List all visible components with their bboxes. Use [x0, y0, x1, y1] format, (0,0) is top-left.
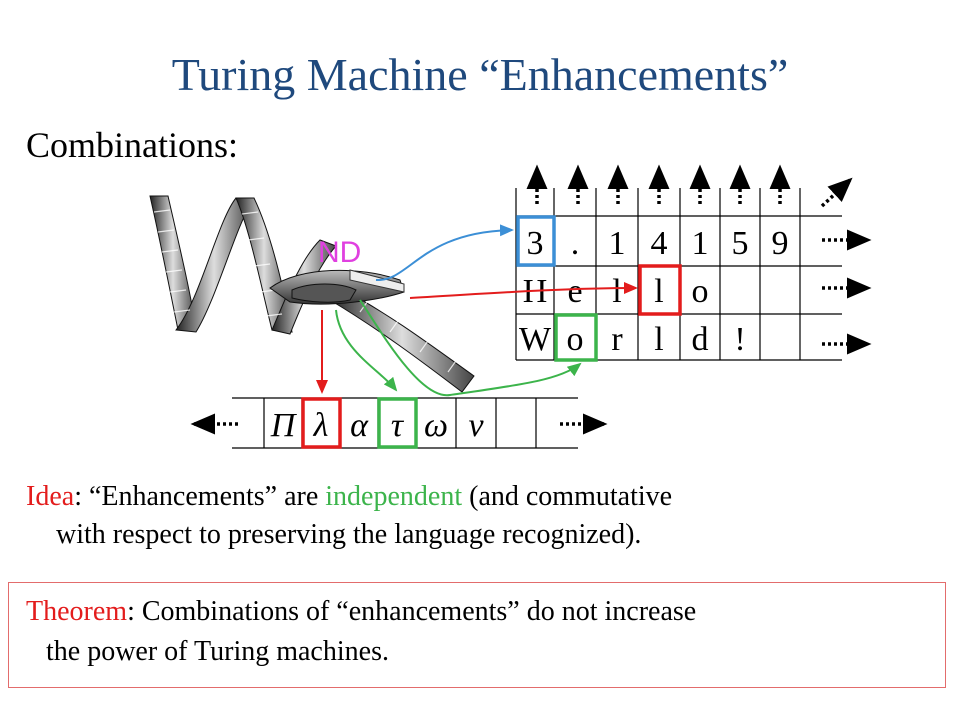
tape-cell: l [612, 273, 621, 310]
theorem-text: Theorem: Combinations of “enhancements” … [26, 592, 936, 672]
tape-cell: 1 [609, 225, 626, 262]
head-box-red-bottom [301, 397, 342, 449]
idea-part1: “Enhancements” are [88, 481, 326, 512]
idea-text: Idea: “Enhancements” are independent (an… [26, 478, 926, 554]
ribbon-illustration [149, 195, 475, 393]
tape-cell: 5 [732, 225, 749, 262]
tape-row-2: H e l l o [523, 273, 709, 310]
tape-cell: o [567, 321, 584, 358]
head-box-blue [516, 215, 556, 267]
tape-cell: τ [391, 407, 405, 444]
tape-cell: 4 [651, 225, 668, 262]
tape-cell: ! [734, 321, 745, 358]
tape-cell: d [692, 321, 709, 358]
bottom-tape-symbols: Π λ α τ ω ν [270, 407, 485, 444]
head-box-green-bottom [377, 397, 418, 449]
theorem-label: Theorem [26, 596, 128, 627]
tape-cell: l [654, 273, 663, 310]
theorem-box [8, 582, 946, 688]
tape-cell: ω [424, 407, 448, 444]
tape-cell: . [571, 225, 580, 262]
head-box-green [554, 313, 598, 362]
tape-cell: o [692, 273, 709, 310]
green-connector-top [359, 299, 582, 397]
tape-cell: e [567, 273, 582, 310]
blue-connector [375, 224, 514, 282]
tape-cell: W [519, 321, 552, 358]
tape-cell: 3 [527, 225, 544, 262]
tape-cell: l [654, 321, 663, 358]
tape-cell: 9 [772, 225, 789, 262]
theorem-line1: : Combinations of “enhancements” do not … [127, 596, 697, 627]
tape-cell: 1 [692, 225, 709, 262]
tape-row-3: W o r l d ! [519, 321, 746, 358]
idea-label: Idea [26, 481, 75, 512]
idea-line2: with respect to preserving the language … [56, 519, 642, 550]
tape-cell: λ [313, 407, 329, 444]
theorem-line2: the power of Turing machines. [46, 636, 389, 667]
tape-cell: r [611, 321, 623, 358]
red-connector [409, 282, 638, 299]
idea-part2: (and commutative [462, 481, 673, 512]
nd-label: ND [318, 236, 361, 269]
idea-highlight: independent [325, 481, 463, 512]
tape-cell: α [350, 407, 369, 444]
tape-row-1: 3 . 1 4 1 5 9 [527, 225, 789, 262]
tape-up-arrows [526, 164, 853, 208]
page-title: Turing Machine “Enhancements” [171, 49, 789, 100]
tape-cell: Π [270, 407, 298, 444]
idea-sep: : [74, 481, 89, 512]
head-box-red [638, 264, 682, 316]
subtitle: Combinations: [26, 125, 239, 165]
tape-right-arrows [822, 229, 872, 355]
green-connector-bottom [335, 309, 398, 392]
tape-cell: ν [468, 407, 484, 444]
